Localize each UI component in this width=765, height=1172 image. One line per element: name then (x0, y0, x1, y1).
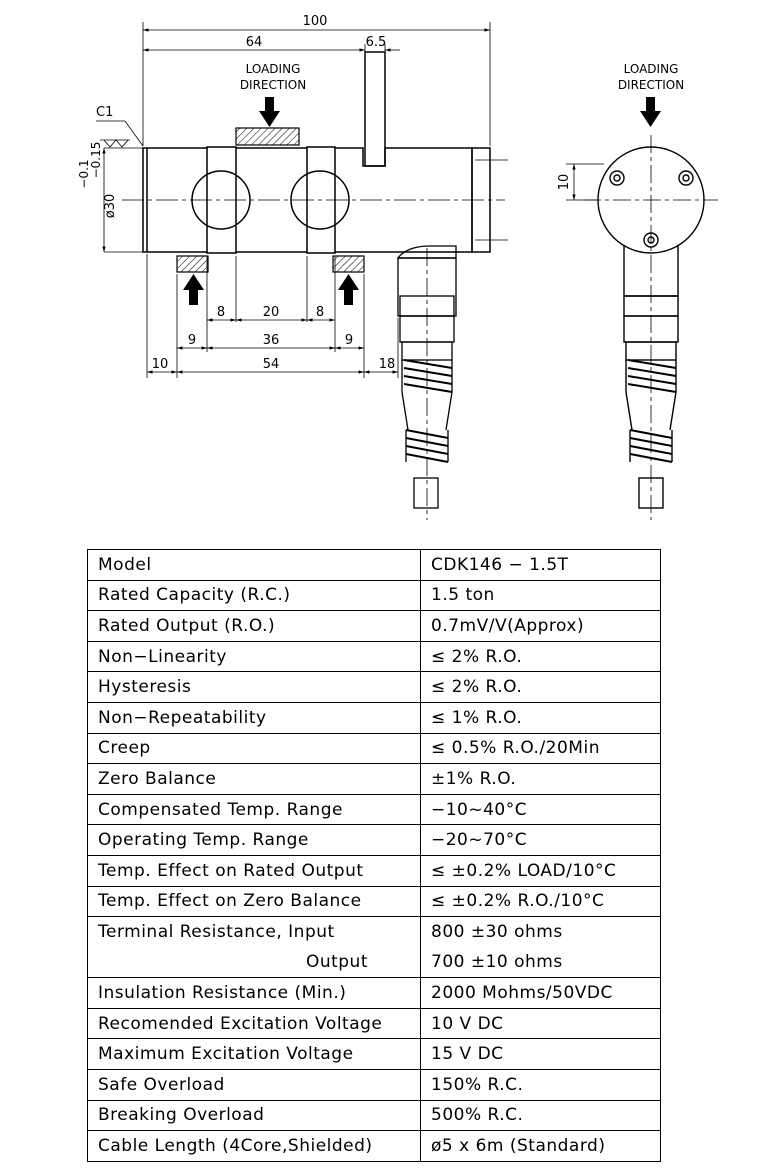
dim-diameter-tol-lower: −0.15 (89, 142, 103, 179)
spec-value: ≤ 2% R.O. (420, 640, 661, 673)
dim-support-span: 54 (263, 357, 280, 372)
table-row: Non−Linearity≤ 2% R.O. (87, 640, 661, 673)
table-row: Temp. Effect on Zero Balance≤ ±0.2% R.O.… (87, 885, 661, 918)
spec-value: ≤ 0.5% R.O./20Min (420, 732, 661, 765)
table-row: Operating Temp. Range−20~70°C (87, 824, 661, 856)
spec-value: 15 V DC (420, 1038, 661, 1070)
spec-value: ≤ 1% R.O. (420, 701, 661, 734)
spec-param: Rated Capacity (R.C.) (87, 579, 421, 612)
spec-param: Creep (87, 732, 421, 765)
table-row: Insulation Resistance (Min.)2000 Mohms/5… (87, 977, 661, 1009)
left-support-pad (176, 255, 209, 273)
spec-value: 0.7mV/V(Approx) (420, 610, 661, 642)
load-cell-body (142, 51, 491, 254)
spec-param: Operating Temp. Range (87, 824, 421, 856)
spec-value: ≤ ±0.2% R.O./10°C (420, 885, 661, 918)
table-row: Rated Output (R.O.)0.7mV/V(Approx) (87, 610, 661, 642)
spec-param: Maximum Excitation Voltage (87, 1038, 421, 1070)
support-arrow-icon (338, 274, 359, 305)
spec-param: Cable Length (4Core,Shielded) (87, 1130, 421, 1162)
spec-param: Temp. Effect on Zero Balance (87, 885, 421, 918)
spec-value-line: 700 ±10 ohms (431, 952, 563, 973)
side-loading-label-line1: LOADING (624, 62, 679, 76)
spec-value: ≤ 2% R.O. (420, 671, 661, 703)
spec-param: Compensated Temp. Range (87, 793, 421, 826)
spec-param: Non−Repeatability (87, 701, 421, 734)
technical-drawing: 100 64 6.5 C1 ø30 −0.1 −0.15 8 20 8 9 36… (77, 14, 718, 520)
dim-pad-right: 9 (345, 333, 353, 348)
spec-param: Hysteresis (87, 671, 421, 703)
dim-overall-length: 100 (303, 14, 328, 29)
side-load-arrow-icon (640, 97, 661, 127)
spec-value: 10 V DC (420, 1007, 661, 1040)
table-row: Hysteresis≤ 2% R.O. (87, 671, 661, 703)
dim-diameter: ø30 (103, 194, 118, 219)
spec-value: ≤ ±0.2% LOAD/10°C (420, 854, 661, 887)
dim-gap-left: 8 (217, 305, 225, 320)
table-row: Non−Repeatability≤ 1% R.O. (87, 701, 661, 734)
table-row: Compensated Temp. Range−10~40°C (87, 793, 661, 826)
table-row: Cable Length (4Core,Shielded)ø5 x 6m (St… (87, 1130, 661, 1162)
spec-value: 150% R.C. (420, 1068, 661, 1101)
spec-value: −10~40°C (420, 793, 661, 826)
spec-value-line: 800 ±30 ohms (431, 922, 563, 943)
dim-side-height: 10 (557, 174, 572, 191)
spec-param-line: Terminal Resistance, Input (98, 922, 335, 943)
loading-label-line2: DIRECTION (240, 78, 306, 92)
table-row: Zero Balance±1% R.O. (87, 763, 661, 795)
dim-pad-left: 9 (188, 333, 196, 348)
spec-param: Model (87, 549, 421, 581)
table-row: Rated Capacity (R.C.)1.5 ton (87, 579, 661, 612)
dim-slot-width: 6.5 (366, 35, 387, 50)
spec-param: Non−Linearity (87, 640, 421, 673)
spec-value: ø5 x 6m (Standard) (420, 1130, 661, 1162)
loading-label-line1: LOADING (246, 62, 301, 76)
support-arrow-icon (183, 274, 204, 305)
load-arrow-icon (259, 97, 280, 127)
spec-param: Temp. Effect on Rated Output (87, 854, 421, 887)
table-row: Terminal Resistance, Input Output 800 ±3… (87, 916, 661, 979)
dim-gap-right: 8 (316, 305, 324, 320)
spec-value: ±1% R.O. (420, 763, 661, 795)
dimension-lines (96, 22, 604, 378)
spec-value: 800 ±30 ohms 700 ±10 ohms (420, 916, 661, 979)
dim-cable-offset: 18 (379, 357, 396, 372)
spec-value: 1.5 ton (420, 579, 661, 612)
dim-pad-span: 36 (263, 333, 280, 348)
spec-param: Insulation Resistance (Min.) (87, 977, 421, 1009)
dim-end-offset: 10 (152, 357, 169, 372)
spec-value: 500% R.C. (420, 1099, 661, 1132)
dim-diameter-tol-upper: −0.1 (77, 159, 91, 188)
spec-value: −20~70°C (420, 824, 661, 856)
side-loading-label-line2: DIRECTION (618, 78, 684, 92)
spec-param: Rated Output (R.O.) (87, 610, 421, 642)
table-row: Temp. Effect on Rated Output≤ ±0.2% LOAD… (87, 854, 661, 887)
table-row: Creep≤ 0.5% R.O./20Min (87, 732, 661, 765)
dim-chamfer: C1 (96, 105, 113, 120)
spec-param: Zero Balance (87, 763, 421, 795)
spec-value: 2000 Mohms/50VDC (420, 977, 661, 1009)
right-support-pad (332, 255, 365, 273)
spec-param: Recomended Excitation Voltage (87, 1007, 421, 1040)
spec-param: Terminal Resistance, Input Output (87, 916, 421, 979)
spec-param: Safe Overload (87, 1068, 421, 1101)
spec-param-line: Output (305, 952, 368, 973)
dim-to-cable: 64 (246, 35, 263, 50)
top-load-pad (235, 127, 300, 146)
spec-value: CDK146 − 1.5T (420, 549, 661, 581)
dim-center: 20 (263, 305, 280, 320)
spec-param: Breaking Overload (87, 1099, 421, 1132)
